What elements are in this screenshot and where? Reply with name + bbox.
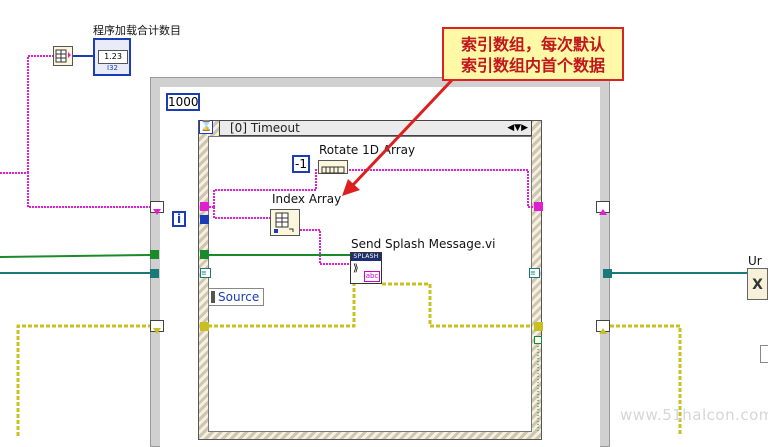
rotate-array-label: Rotate 1D Array	[319, 143, 416, 157]
right-partial-label: Ur	[748, 254, 762, 268]
tunnel-teal-loop-right[interactable]	[603, 269, 612, 278]
tunnel-teal-loop[interactable]	[150, 269, 159, 278]
shift-register-left-error[interactable]	[150, 320, 164, 334]
counter-indicator-value: 1.23	[98, 50, 128, 64]
splash-vi-label: Send Splash Message.vi	[351, 237, 496, 251]
right-partial-strip	[760, 345, 768, 363]
source-label: Source	[218, 290, 260, 304]
annotation-callout: 索引数组，每次默认 索引数组内首个数据	[442, 27, 624, 81]
tunnel-pink-case-right[interactable]	[534, 202, 543, 211]
splash-send-icon: ⟫	[353, 263, 359, 274]
case-selector-label: [0] Timeout	[230, 121, 300, 135]
counter-indicator-label: 程序加载合计数目	[93, 24, 181, 37]
index-array-icon	[274, 212, 294, 233]
counter-type-tag: I32	[107, 64, 118, 72]
callout-line-1: 索引数组，每次默认	[460, 35, 605, 54]
event-data-node-icon[interactable]: ≡	[200, 268, 211, 278]
callout-line-2: 索引数组内首个数据	[460, 56, 605, 75]
case-structure-interior	[208, 136, 532, 432]
shift-register-right-pink[interactable]	[596, 201, 610, 215]
watermark: www.51halcon.com	[620, 406, 768, 424]
tunnel-blue-case[interactable]	[200, 215, 209, 224]
right-partial-node[interactable]: X	[747, 268, 768, 300]
tunnel-green-loop[interactable]	[150, 250, 159, 259]
iteration-terminal: i	[172, 211, 186, 227]
tunnel-error-case[interactable]	[200, 322, 209, 331]
neg-one-constant[interactable]: -1	[292, 155, 310, 173]
index-array-node[interactable]	[270, 209, 300, 236]
case-selector[interactable]: [0] Timeout ◀▼▶	[219, 120, 532, 136]
source-grip-icon	[211, 291, 215, 303]
splash-abc-tag: abc	[364, 271, 380, 282]
tunnel-green-case-bottom[interactable]	[534, 336, 542, 344]
splash-banner: SPLASH	[351, 253, 381, 261]
table-grid-icon	[55, 49, 71, 63]
timeout-constant[interactable]: 1000	[166, 93, 200, 111]
right-node-x-icon: X	[752, 277, 763, 293]
source-node[interactable]: Source	[208, 288, 265, 306]
tunnel-green-case[interactable]	[200, 250, 209, 259]
shift-register-left-pink[interactable]	[150, 201, 164, 215]
tunnel-pink-case[interactable]	[200, 202, 209, 211]
rotate-array-node[interactable]	[318, 160, 348, 174]
shift-register-right-error[interactable]	[596, 320, 610, 334]
case-selector-arrows-icon[interactable]: ◀▼▶	[507, 123, 528, 133]
tunnel-error-case-right[interactable]	[534, 322, 543, 331]
cluster-unbundle-node[interactable]	[53, 46, 73, 66]
event-data-node-right-icon[interactable]: ≡	[529, 268, 540, 278]
index-array-label: Index Array	[272, 192, 342, 206]
counter-indicator[interactable]: 1.23 I32	[93, 38, 131, 76]
splash-vi-node[interactable]: SPLASH ⟫ abc	[350, 252, 382, 284]
timeout-terminal-icon: ⌛	[199, 120, 213, 134]
rotate-array-icon	[321, 166, 345, 174]
